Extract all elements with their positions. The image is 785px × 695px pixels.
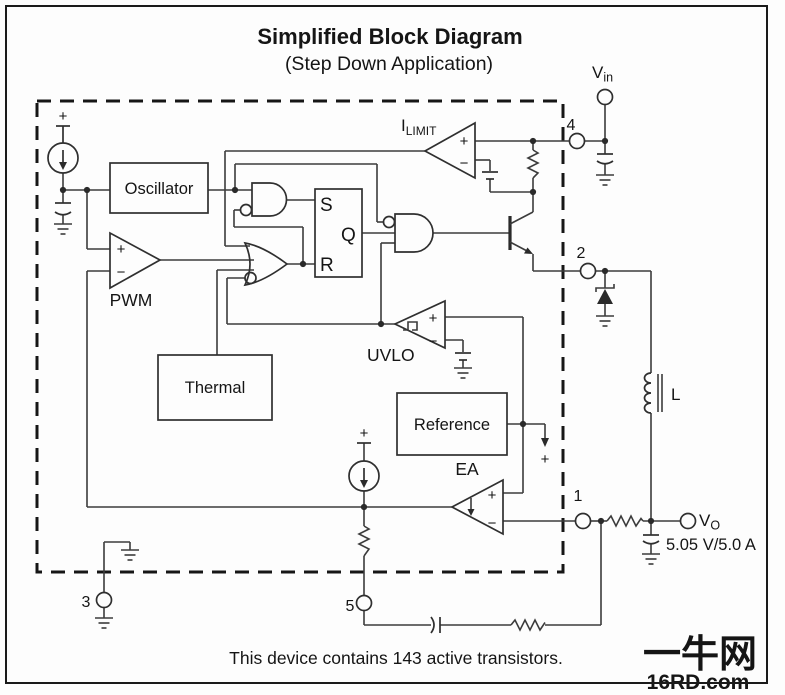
thermal-block: Thermal [157, 354, 273, 421]
output-and-gate [382, 213, 434, 253]
vin-terminal: Vin [592, 63, 614, 186]
catch-diode [595, 284, 615, 327]
ground-icon [54, 223, 72, 235]
arrow-down-icon [467, 509, 475, 516]
watermark-cjk: 一牛网 [643, 634, 757, 676]
pin-4-label: 4 [567, 117, 576, 134]
ground-icon [596, 174, 614, 186]
pin-3-label: 3 [82, 594, 91, 611]
arrow-down-icon [360, 480, 368, 488]
minus-sign: − [429, 333, 438, 350]
thermal-label: Thermal [185, 379, 246, 397]
plus-sign: + [460, 133, 469, 150]
ilimit-comparator: + − ILIMIT [401, 116, 498, 180]
plus-sign: + [59, 108, 68, 125]
latch-q-label: Q [341, 225, 356, 246]
output-inductor: L [643, 372, 680, 414]
pwm-label: PWM [110, 290, 153, 310]
plus-sign: + [488, 487, 497, 504]
timing-capacitor [54, 202, 72, 216]
feedback-resistor [357, 525, 371, 557]
vout-label: VO [699, 511, 720, 533]
emitter-arrow-icon [524, 247, 533, 254]
npn-transistor [508, 211, 534, 254]
pin-4: 4 [567, 117, 586, 150]
pin-2-label: 2 [577, 245, 586, 262]
compensation-resistor [510, 618, 546, 632]
oscillator-block: Oscillator [109, 162, 209, 214]
page-frame [5, 5, 768, 684]
hysteresis-icon [403, 321, 418, 331]
uvlo-comparator: + − UVLO [367, 299, 472, 379]
watermark: 一牛网 16RD.com [643, 634, 757, 694]
ea-label: EA [455, 459, 479, 479]
pwm-comparator: + − PWM [109, 231, 162, 310]
plus-sign: + [429, 310, 438, 327]
ground-icon [596, 315, 614, 327]
pin-2: 2 [577, 245, 597, 280]
output-spec-label: 5.05 V/5.0 A [666, 536, 756, 554]
set-gate [239, 182, 288, 217]
minus-sign: − [488, 515, 497, 532]
sense-resistor [526, 149, 540, 179]
arrow-down-icon [541, 438, 549, 447]
compensation-capacitor [430, 616, 441, 634]
plus-sign: + [117, 241, 126, 258]
reference-block: Reference + [396, 392, 550, 468]
output-sense-resistor [606, 514, 644, 528]
ground-icon [121, 549, 139, 561]
pin-1-label: 1 [574, 488, 583, 505]
uvlo-label: UVLO [367, 345, 415, 365]
inductor-label: L [671, 385, 680, 404]
plus-sign: + [360, 425, 369, 442]
inverter-bubble-icon [382, 215, 396, 229]
ground-icon [642, 553, 660, 565]
ground-icon [95, 617, 113, 629]
plus-sign: + [541, 451, 550, 468]
output-capacitor [642, 534, 660, 565]
ilimit-label: ILIMIT [401, 116, 437, 138]
sr-latch: S Q R [314, 188, 363, 278]
vin-terminal-circle [596, 88, 614, 106]
ground-icon [454, 367, 472, 379]
minus-sign: − [117, 264, 126, 281]
reference-label: Reference [414, 416, 490, 434]
diagram-subtitle: (Step Down Application) [285, 53, 493, 75]
ea-current-source: + [348, 425, 380, 492]
pin-3: 3 [82, 549, 139, 629]
oscillator-current-source: + [47, 108, 79, 174]
junction-dots [59, 137, 655, 525]
inverter-bubble-icon [239, 203, 253, 217]
arrow-down-icon [59, 162, 67, 170]
transistor-count-note: This device contains 143 active transist… [229, 648, 563, 668]
latch-set-label: S [320, 195, 333, 216]
vin-label: Vin [592, 63, 613, 85]
pin-5-label: 5 [346, 598, 355, 615]
minus-sign: − [460, 155, 469, 172]
latch-reset-label: R [320, 255, 334, 276]
reset-or-gate [243, 241, 289, 287]
diagram-title: Simplified Block Diagram [257, 24, 522, 49]
pin-1: 1 [574, 488, 592, 530]
pin-5: 5 [346, 594, 373, 615]
vout-terminal: VO 5.05 V/5.0 A [666, 511, 756, 554]
error-amplifier: + − EA [450, 459, 504, 536]
ic-boundary [35, 99, 565, 574]
vout-terminal-circle [679, 512, 697, 530]
oscillator-label: Oscillator [125, 180, 194, 198]
inverter-bubble-icon [244, 271, 257, 285]
